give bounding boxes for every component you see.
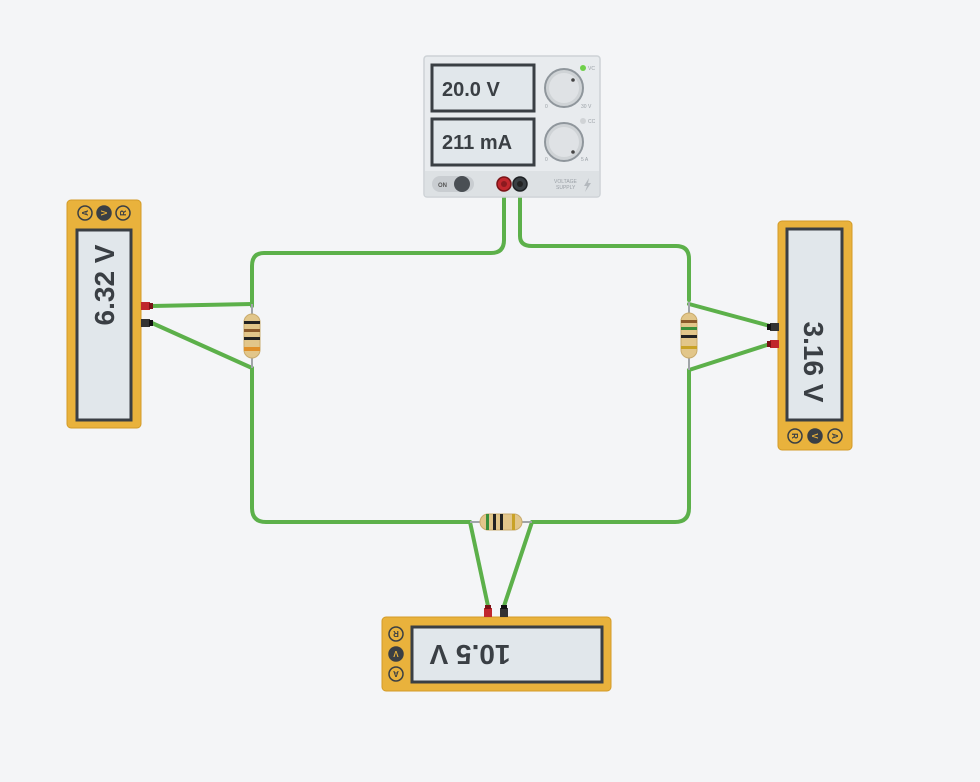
mode-button-v-label: V — [393, 649, 399, 658]
cv-label: VC — [588, 66, 595, 72]
multimeter-bottom-reading: 10.5 V — [429, 639, 510, 670]
mode-selector: R V A — [388, 626, 404, 682]
wire-right-probe-red[interactable] — [687, 342, 772, 372]
mode-button-r-label: R — [393, 629, 399, 638]
current-min-label: 0 — [545, 157, 548, 163]
cv-indicator-led — [580, 65, 586, 71]
wire-right-probe-black[interactable] — [687, 302, 772, 328]
mode-button-r[interactable]: R — [115, 205, 131, 221]
resistor-band — [681, 327, 697, 330]
resistor-band — [681, 346, 697, 349]
cc-indicator-led — [580, 118, 586, 124]
resistor-left[interactable] — [243, 304, 261, 368]
wire-bottom-probe-red[interactable] — [468, 520, 490, 608]
lightning-icon — [584, 178, 591, 192]
current-readout: 211 mA — [442, 132, 512, 154]
resistor-band — [244, 329, 260, 332]
multimeter-left-reading: 6.32 V — [89, 244, 120, 325]
power-switch-label: ON — [438, 183, 447, 189]
wire-right-vertical[interactable] — [530, 368, 691, 524]
mode-button-r-label: R — [790, 433, 799, 439]
current-knob[interactable] — [544, 122, 584, 162]
negative-terminal[interactable] — [512, 176, 528, 192]
resistor-band — [500, 514, 503, 530]
current-max-label: 5 A — [581, 157, 589, 163]
resistor-band — [486, 514, 489, 530]
mode-button-a-label: A — [393, 669, 399, 678]
resistor-band — [512, 514, 515, 530]
multimeter-right-lcd — [785, 227, 844, 422]
mode-button-a-label: A — [81, 210, 90, 216]
resistor-band — [244, 347, 260, 351]
brand-label-line2: SUPPLY — [556, 185, 576, 191]
wire-bottom-probe-black[interactable] — [502, 520, 534, 608]
wire-left-probe-black[interactable] — [150, 321, 254, 370]
wire-left-vertical[interactable] — [250, 366, 472, 524]
positive-terminal[interactable] — [496, 176, 512, 192]
multimeter-left-lcd — [75, 228, 133, 422]
resistor-band — [244, 321, 260, 324]
resistor-band — [493, 514, 496, 530]
multimeter-right-probe-red[interactable] — [767, 340, 779, 348]
multimeter-left[interactable]: 6.32 V A V R — [66, 199, 153, 429]
mode-selector: R V A — [787, 428, 843, 444]
wire-left-probe-red[interactable] — [150, 302, 254, 308]
wires — [150, 184, 772, 608]
mode-button-r[interactable]: R — [787, 428, 803, 444]
multimeter-right[interactable]: 3.16 V R V A — [767, 220, 853, 451]
multimeter-left-probe-black[interactable] — [141, 319, 153, 327]
resistor-bottom[interactable] — [470, 513, 532, 531]
voltage-readout: 20.0 V — [442, 79, 500, 101]
multimeter-right-probe-black[interactable] — [767, 323, 779, 331]
mode-button-r-label: R — [119, 210, 128, 216]
resistor-band — [681, 320, 697, 323]
voltage-display — [430, 63, 536, 113]
multimeter-bottom[interactable]: 10.5 V R V A — [381, 605, 612, 692]
multimeter-right-reading: 3.16 V — [798, 322, 829, 403]
wire-supply-positive[interactable] — [250, 184, 506, 308]
mode-button-v[interactable]: V — [388, 646, 404, 662]
mode-button-r[interactable]: R — [388, 626, 404, 642]
multimeter-bottom-probe-black[interactable] — [500, 605, 508, 617]
multimeter-left-probe-red[interactable] — [141, 302, 153, 310]
mode-button-v[interactable]: V — [807, 428, 823, 444]
voltage-max-label: 30 V — [581, 104, 592, 110]
wire-supply-negative[interactable] — [518, 184, 691, 302]
multimeter-bottom-lcd — [410, 625, 604, 684]
resistor-band — [681, 335, 697, 338]
mode-button-a[interactable]: A — [388, 666, 404, 682]
voltage-min-label: 0 — [545, 104, 548, 110]
voltage-knob[interactable] — [544, 68, 584, 108]
resistor-band — [244, 337, 260, 340]
mode-button-a-label: A — [830, 433, 839, 439]
mode-button-a[interactable]: A — [827, 428, 843, 444]
power-switch[interactable]: ON — [432, 176, 474, 192]
mode-button-v-label: V — [810, 433, 819, 439]
mode-selector: A V R — [77, 205, 131, 221]
power-supply[interactable]: 20.0 V 211 mA VC 0 30 V CC 0 5 A ON — [423, 55, 601, 198]
mode-button-v[interactable]: V — [96, 205, 112, 221]
brand-label-line1: VOLTAGE — [554, 179, 578, 185]
resistor-right[interactable] — [680, 302, 698, 370]
current-display — [430, 117, 536, 167]
cc-label: CC — [588, 119, 596, 125]
mode-button-v-label: V — [100, 210, 109, 216]
multimeter-bottom-probe-red[interactable] — [484, 605, 492, 617]
mode-button-a[interactable]: A — [77, 205, 93, 221]
